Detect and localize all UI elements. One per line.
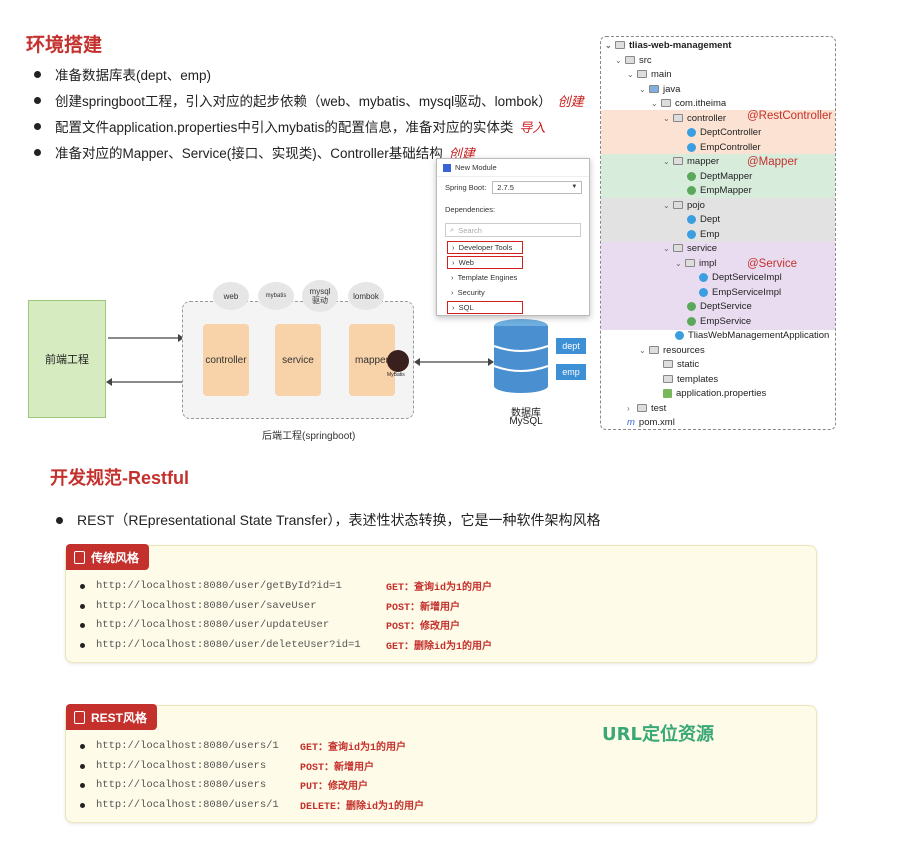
tree-application[interactable]: TliasWebManagementApplication — [675, 328, 829, 342]
highlight-service — [601, 242, 835, 330]
rest-definition: REST（REpresentational State Transfer），表述… — [56, 510, 601, 530]
dependency-search-input[interactable]: ⌕Search — [445, 223, 581, 237]
database-icon — [493, 319, 549, 393]
tree-emp-controller[interactable]: EmpController — [687, 140, 761, 154]
tree-src[interactable]: ⌄src — [615, 54, 652, 66]
spring-boot-select[interactable]: 2.7.5 ▼ — [492, 180, 583, 194]
tree-root[interactable]: ⌄tlias-web-management — [605, 39, 732, 51]
dep-item-template-engines[interactable]: › Template Engines — [451, 273, 518, 282]
bullet-item: 创建springboot工程，引入对应的起步依赖（web、mybatis、mys… — [34, 90, 584, 110]
tree-package[interactable]: ⌄com.itheima — [651, 97, 727, 109]
tree-main[interactable]: ⌄main — [627, 68, 672, 80]
tree-resources[interactable]: ⌄resources — [639, 344, 705, 356]
handwritten-note: 创建 — [557, 94, 584, 110]
intellij-icon — [443, 163, 451, 172]
tree-mapper[interactable]: ⌄mapper — [663, 155, 720, 167]
highlight-mapper — [601, 154, 835, 198]
tree-templates[interactable]: templates — [663, 372, 718, 386]
tree-test[interactable]: ›test — [627, 402, 667, 414]
handwritten-note: 创建 — [448, 146, 475, 162]
dep-lombok: lombok — [348, 282, 384, 310]
tree-dept[interactable]: Dept — [687, 212, 720, 226]
tree-dept-service-impl[interactable]: DeptServiceImpl — [699, 270, 782, 284]
project-tree: ⌄tlias-web-management ⌄src ⌄main ⌄java ⌄… — [600, 36, 836, 430]
annotation-service: @Service — [747, 258, 798, 270]
new-module-dialog: New Module Spring Boot: 2.7.5 ▼ Dependen… — [436, 158, 590, 316]
table-dept: dept — [556, 338, 586, 354]
table-emp: emp — [556, 364, 586, 380]
slide-restful: 开发规范-Restful REST（REpresentational State… — [0, 450, 920, 859]
spring-boot-label: Spring Boot: — [445, 182, 487, 192]
db-arrow — [414, 358, 494, 366]
backend-caption: 后端工程(springboot) — [262, 431, 356, 442]
tree-emp-service-impl[interactable]: EmpServiceImpl — [699, 285, 781, 299]
tree-dept-service[interactable]: DeptService — [687, 299, 752, 313]
tree-emp-service[interactable]: EmpService — [687, 314, 751, 328]
annotation-mapper: @Mapper — [747, 156, 798, 168]
tree-static[interactable]: static — [663, 357, 699, 371]
mybatis-logo-text: MyBatis — [387, 372, 405, 378]
backend-box: controller service mapper MyBatis — [182, 301, 414, 419]
traditional-style-tag: 传统风格 — [66, 544, 150, 570]
dep-mybatis: mybatis — [258, 282, 294, 310]
tree-service[interactable]: ⌄service — [663, 242, 718, 254]
annotation-rest-controller: @RestController — [747, 110, 833, 122]
maven-icon: m — [627, 416, 635, 428]
tree-java[interactable]: ⌄java — [639, 83, 681, 95]
dep-item-developer-tools[interactable]: › Developer Tools — [447, 241, 523, 254]
bullet-item: 准备对应的Mapper、Service(接口、实现类)、Controller基础… — [34, 142, 475, 162]
tree-controller[interactable]: ⌄controller — [663, 112, 727, 124]
slide-title: 环境搭建 — [26, 35, 103, 56]
tag-icon — [74, 550, 85, 564]
rest-style-tag: REST风格 — [66, 704, 158, 730]
layer-controller: controller — [203, 324, 249, 396]
mybatis-bird-icon — [387, 350, 409, 372]
tree-impl[interactable]: ⌄impl — [675, 257, 717, 269]
dep-item-security[interactable]: › Security — [451, 288, 485, 297]
tree-properties[interactable]: application.properties — [663, 386, 766, 400]
bullet-item: 配置文件application.properties中引入mybatis的配置信… — [34, 116, 545, 136]
search-icon: ⌕ — [450, 225, 455, 234]
dialog-title: New Module — [455, 163, 497, 172]
tree-dept-controller[interactable]: DeptController — [687, 125, 761, 139]
chevron-down-icon: ▼ — [571, 184, 578, 190]
url-locate-resource-note: URL定位资源 — [602, 724, 714, 745]
tree-pojo[interactable]: ⌄pojo — [663, 199, 705, 211]
dep-mysql-driver: mysql 驱动 — [302, 280, 338, 312]
dep-item-sql[interactable]: › SQL — [447, 301, 523, 314]
db-name: MySQL — [509, 416, 543, 427]
tree-dept-mapper[interactable]: DeptMapper — [687, 169, 752, 183]
dep-web: web — [213, 282, 249, 310]
db-label: 数据库 — [511, 408, 541, 419]
handwritten-note: 导入 — [519, 120, 546, 136]
tree-emp[interactable]: Emp — [687, 227, 720, 241]
bullet-item: 准备数据库表(dept、emp) — [34, 64, 211, 84]
dep-item-web[interactable]: › Web — [447, 256, 523, 269]
dependencies-label: Dependencies: — [445, 205, 496, 214]
frontend-box: 前端工程 — [28, 300, 106, 418]
highlight-pojo — [601, 198, 835, 242]
traditional-style-card: 传统风格 http://localhost:8080/user/getById?… — [65, 544, 817, 663]
slide2-title: 开发规范-Restful — [50, 468, 189, 488]
tag-icon — [74, 710, 85, 724]
tree-emp-mapper[interactable]: EmpMapper — [687, 183, 752, 197]
slide-environment: 环境搭建 准备数据库表(dept、emp) 创建springboot工程，引入对… — [26, 35, 836, 442]
request-arrows — [106, 334, 184, 386]
layer-service: service — [275, 324, 321, 396]
highlight-controller — [601, 110, 835, 154]
rest-style-card: REST风格 URL定位资源 http://localhost:8080/use… — [65, 704, 817, 823]
traditional-row: http://localhost:8080/user/deleteUser?id… — [80, 636, 810, 654]
